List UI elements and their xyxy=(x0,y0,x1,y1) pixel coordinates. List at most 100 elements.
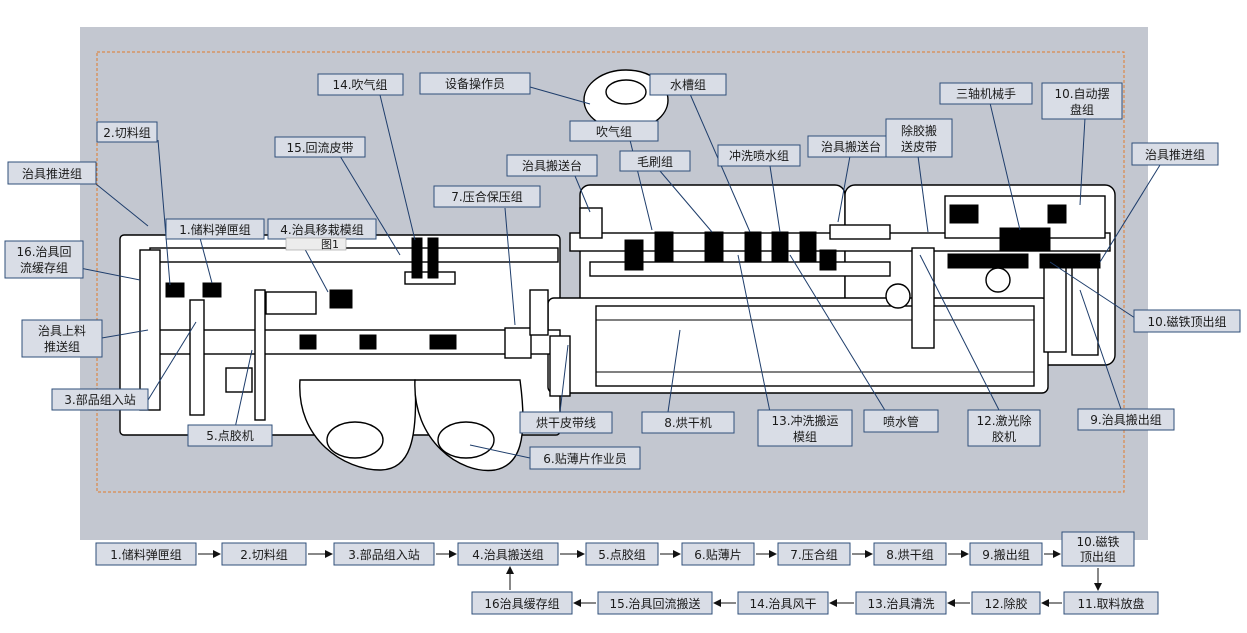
machine-schematic xyxy=(119,69,1116,472)
callout-jig-push-right: 治具推进组 xyxy=(1131,142,1219,166)
callout-brush: 毛刷组 xyxy=(619,150,691,172)
machine-boundary xyxy=(96,51,1125,493)
callout-label: 13.冲洗搬运 xyxy=(771,413,838,428)
callout-dry-belt: 烘干皮带线 xyxy=(519,411,613,434)
callout-label: 水槽组 xyxy=(670,78,706,92)
flow-step-label: 9.搬出组 xyxy=(982,547,1029,562)
flow-step-label: 16治具缓存组 xyxy=(484,597,559,611)
flow-step: 7.压合组 xyxy=(777,542,851,566)
callout-magnet-up: 10.磁铁顶出组 xyxy=(1133,309,1241,333)
flow-step-label: 14.治具风干 xyxy=(749,597,816,611)
callout-label: 治具推进组 xyxy=(1145,148,1205,162)
callout-label: 流缓存组 xyxy=(20,261,68,275)
callout-blow: 吹气组 xyxy=(569,120,659,142)
callout-jig-feed: 治具上料 推送组 xyxy=(21,319,103,358)
flow-step: 2.切料组 xyxy=(221,542,307,566)
flow-step: 13.治具清洗 xyxy=(855,591,947,615)
flow-step: 12.除胶 xyxy=(971,591,1041,615)
callout-parts-in: 3.部品组入站 xyxy=(51,388,149,411)
callout-jig-push-left: 治具推进组 xyxy=(7,161,97,185)
callout-label: 除胶搬 xyxy=(901,123,937,138)
callout-laser: 12.激光除 胶机 xyxy=(967,409,1041,447)
callout-press: 7.压合保压组 xyxy=(433,185,541,208)
callout-label: 5.点胶机 xyxy=(206,428,253,443)
flow-step-label: 10.磁铁 xyxy=(1076,534,1119,549)
callout-auto-tray: 10.自动摆 盘组 xyxy=(1041,82,1123,120)
callout-label: 10.磁铁顶出组 xyxy=(1147,314,1226,329)
callout-film-op: 6.贴薄片作业员 xyxy=(529,446,641,470)
flow-step-label: 3.部品组入站 xyxy=(348,547,419,562)
flow-step: 3.部品组入站 xyxy=(333,542,435,566)
flow-step: 11.取料放盘 xyxy=(1063,591,1159,615)
callout-label: 三轴机械手 xyxy=(956,86,1016,101)
flow-step: 15.治具回流搬送 xyxy=(597,591,713,615)
flow-step-label: 1.储料弹匣组 xyxy=(110,547,181,562)
flow-step-label: 2.切料组 xyxy=(240,548,287,562)
callout-label: 6.贴薄片作业员 xyxy=(543,451,626,466)
flow-step: 14.治具风干 xyxy=(737,591,829,615)
callout-return-buffer: 16.治具回 流缓存组 xyxy=(4,240,84,279)
callout-tank: 水槽组 xyxy=(649,73,727,96)
flow-step: 6.贴薄片 xyxy=(681,542,755,566)
callout-dispense: 5.点胶机 xyxy=(187,424,273,447)
callout-label: 治具搬送台 xyxy=(821,139,881,154)
flow-step-label: 11.取料放盘 xyxy=(1077,596,1144,611)
callout-wash-spray: 冲洗喷水组 xyxy=(717,144,801,167)
flow-step-label: 15.治具回流搬送 xyxy=(609,596,700,611)
callout-boxes: 治具推进组 2.切料组 1.储料弹匣组 4.治具移栽模组 图1 15.回流皮带 … xyxy=(4,72,1241,470)
callout-label: 3.部品组入站 xyxy=(64,392,135,407)
callout-label: 10.自动摆 xyxy=(1054,87,1109,101)
callout-deglue-belt: 除胶搬 送皮带 xyxy=(885,118,953,158)
flow-step-label: 4.治具搬送组 xyxy=(472,547,543,562)
callout-label: 16.治具回 xyxy=(16,245,71,259)
callout-label: 8.烘干机 xyxy=(664,416,711,430)
callout-label: 设备操作员 xyxy=(445,76,505,91)
flow-step: 16治具缓存组 xyxy=(471,591,573,615)
flow-step: 4.治具搬送组 xyxy=(457,542,559,566)
flow-step: 8.烘干组 xyxy=(873,542,947,566)
flow-step: 5.点胶组 xyxy=(585,542,659,566)
callout-return-belt: 15.回流皮带 xyxy=(274,136,366,158)
callout-label: 12.激光除 xyxy=(976,413,1031,428)
tooltip-label: 图1 xyxy=(321,238,339,251)
flow-step-label: 5.点胶组 xyxy=(598,547,645,562)
callout-label: 送皮带 xyxy=(901,139,937,154)
callout-label: 推送组 xyxy=(44,339,80,354)
callout-label: 1.储料弹匣组 xyxy=(179,222,250,237)
callout-label: 治具推进组 xyxy=(22,167,82,181)
callout-nozzle: 喷水管 xyxy=(863,409,939,433)
flow-step: 10.磁铁 顶出组 xyxy=(1061,531,1135,567)
callout-tooltip: 图1 xyxy=(285,237,347,251)
flow-step-label: 6.贴薄片 xyxy=(694,547,741,562)
callout-operator: 设备操作员 xyxy=(419,72,531,95)
flow-step: 1.储料弹匣组 xyxy=(95,542,197,566)
callout-feeder: 1.储料弹匣组 xyxy=(165,218,265,240)
flow-step-label: 7.压合组 xyxy=(790,547,837,562)
flow-step-label: 12.除胶 xyxy=(984,596,1027,611)
callout-label: 喷水管 xyxy=(883,414,919,429)
flow-step-label: 8.烘干组 xyxy=(886,548,933,562)
callout-label: 吹气组 xyxy=(596,124,632,139)
callout-label: 烘干皮带线 xyxy=(536,416,596,430)
flow-step-label: 顶出组 xyxy=(1080,550,1116,564)
callout-label: 治具搬送台 xyxy=(522,158,582,173)
callout-cut: 2.切料组 xyxy=(96,121,158,143)
callout-label: 治具上料 xyxy=(38,324,86,338)
callout-label: 14.吹气组 xyxy=(332,77,387,92)
callout-label: 2.切料组 xyxy=(103,126,150,140)
leader-lines xyxy=(79,86,1161,459)
callout-label: 模组 xyxy=(793,430,817,444)
callout-label: 冲洗喷水组 xyxy=(729,148,789,163)
callout-out: 9.治具搬出组 xyxy=(1077,408,1175,431)
flow-step: 9.搬出组 xyxy=(969,542,1043,566)
callout-jig-move: 4.治具移栽模组 xyxy=(267,218,377,240)
callout-label: 7.压合保压组 xyxy=(451,189,522,204)
callout-3axis: 三轴机械手 xyxy=(939,82,1033,105)
callout-blow14: 14.吹气组 xyxy=(317,73,404,96)
process-flow: 1.储料弹匣组 2.切料组 3.部品组入站 4.治具搬送组 5.点胶组 6.贴薄… xyxy=(95,531,1159,615)
callout-jig-carry-2: 治具搬送台 xyxy=(807,135,895,158)
callout-wash-move: 13.冲洗搬运 模组 xyxy=(757,409,853,447)
callout-label: 胶机 xyxy=(992,429,1016,444)
callout-jig-carry-1: 治具搬送台 xyxy=(506,154,598,177)
